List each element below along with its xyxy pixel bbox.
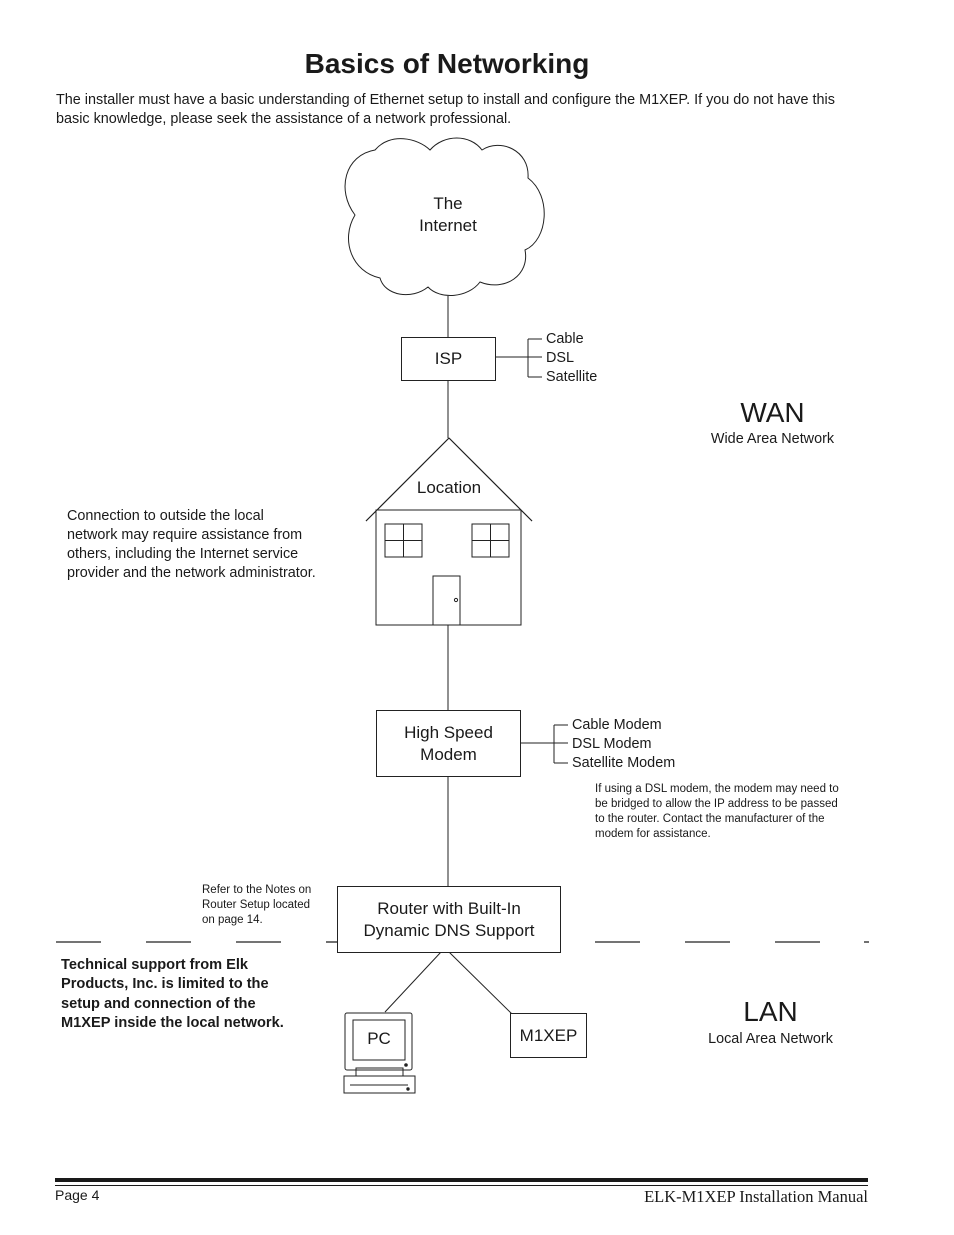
link-router-m1xep bbox=[448, 951, 513, 1015]
router-note-line: Refer to the Notes on bbox=[202, 884, 312, 896]
modem-label-line1: High Speed bbox=[404, 722, 493, 742]
support-note-line: setup and connection of the bbox=[61, 995, 256, 1012]
internet-label-line1: The bbox=[433, 194, 463, 213]
internet-label: The Internet bbox=[398, 193, 498, 237]
page-title: Basics of Networking bbox=[304, 48, 590, 79]
outside-connection-note: Connection to outside the local network … bbox=[67, 507, 357, 583]
footer-rule-thin bbox=[55, 1185, 868, 1186]
modem-option-satellite: Satellite Modem bbox=[572, 755, 676, 771]
support-note-line: Technical support from Elk bbox=[61, 957, 249, 973]
lan-title: LAN bbox=[743, 996, 798, 1027]
house-icon bbox=[365, 437, 533, 626]
manual-name: ELK-M1XEP Installation Manual bbox=[644, 1187, 868, 1206]
intro-paragraph: The installer must have a basic understa… bbox=[56, 92, 835, 127]
router-box: Router with Built-In Dynamic DNS Support bbox=[337, 886, 561, 953]
wan-subtitle: Wide Area Network bbox=[710, 431, 835, 447]
router-label-line2: Dynamic DNS Support bbox=[363, 920, 535, 940]
footer-rule bbox=[55, 1178, 868, 1182]
outside-note-line: network may require assistance from bbox=[67, 527, 303, 543]
wan-title: WAN bbox=[740, 397, 805, 428]
m1xep-label: M1XEP bbox=[519, 1025, 578, 1045]
isp-options: Cable DSL Satellite bbox=[546, 330, 597, 387]
isp-option-satellite: Satellite bbox=[546, 369, 598, 385]
location-label: Location bbox=[416, 478, 482, 497]
isp-box: ISP bbox=[401, 337, 496, 381]
pc-label: PC bbox=[367, 1029, 391, 1048]
support-note-line: Products, Inc. is limited to the bbox=[61, 976, 269, 993]
modem-options: Cable Modem DSL Modem Satellite Modem bbox=[572, 716, 675, 773]
isp-option-dsl: DSL bbox=[546, 350, 574, 366]
m1xep-box: M1XEP bbox=[510, 1013, 587, 1058]
outside-note-line: provider and the network administrator. bbox=[67, 565, 316, 581]
page-number: Page 4 bbox=[55, 1187, 100, 1203]
dsl-note-line: to the router. Contact the manufacturer … bbox=[595, 813, 825, 825]
wan-block: WAN Wide Area Network bbox=[700, 397, 845, 447]
modem-option-cable: Cable Modem bbox=[572, 717, 662, 733]
router-note-line: Router Setup located bbox=[202, 899, 311, 911]
lan-block: LAN Local Area Network bbox=[698, 996, 843, 1047]
computer-icon bbox=[343, 1012, 416, 1094]
support-note-line: M1XEP inside the local network. bbox=[61, 1014, 284, 1031]
link-router-pc bbox=[384, 951, 442, 1013]
dsl-note-line: be bridged to allow the IP address to be… bbox=[595, 798, 838, 810]
lan-subtitle: Local Area Network bbox=[708, 1031, 833, 1047]
outside-note-line: others, including the Internet service bbox=[67, 546, 299, 562]
dsl-note-line: If using a DSL modem, the modem may need… bbox=[595, 783, 839, 795]
technical-support-note: Technical support from Elk Products, Inc… bbox=[61, 956, 321, 1033]
router-label-line1: Router with Built-In bbox=[377, 898, 521, 918]
dsl-note-line: modem for assistance. bbox=[595, 828, 711, 840]
internet-cloud-icon bbox=[344, 137, 545, 297]
modem-option-dsl: DSL Modem bbox=[572, 736, 652, 752]
isp-option-cable: Cable bbox=[546, 331, 584, 347]
router-note-line: on page 14. bbox=[202, 914, 263, 926]
outside-note-line: Connection to outside the local bbox=[67, 508, 264, 524]
modem-box: High Speed Modem bbox=[376, 710, 521, 777]
modem-label-line2: Modem bbox=[420, 744, 477, 764]
dsl-modem-note: If using a DSL modem, the modem may need… bbox=[595, 782, 870, 842]
internet-label-line2: Internet bbox=[419, 216, 477, 235]
isp-label: ISP bbox=[434, 349, 463, 368]
router-setup-note: Refer to the Notes on Router Setup locat… bbox=[202, 883, 332, 928]
